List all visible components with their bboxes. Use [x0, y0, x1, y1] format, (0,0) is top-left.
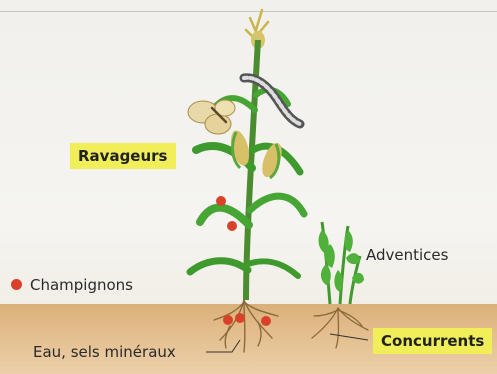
maize-plant — [190, 10, 304, 300]
competitors-label: Concurrents — [373, 328, 492, 354]
fungi-legend: Champignons — [11, 276, 133, 294]
weed-plant-icon — [319, 222, 364, 304]
weed-roots — [312, 308, 368, 348]
leader-lines — [206, 334, 368, 352]
resources-label: Eau, sels minéraux — [33, 343, 176, 361]
maize-roots — [214, 300, 278, 352]
fungi-label: Champignons — [30, 276, 133, 294]
pests-label: Ravageurs — [70, 143, 176, 169]
fungus-dot-icon — [11, 279, 22, 290]
fungus-spots-soil — [223, 313, 271, 326]
weeds-label: Adventices — [366, 246, 448, 264]
butterfly-icon — [188, 100, 235, 134]
